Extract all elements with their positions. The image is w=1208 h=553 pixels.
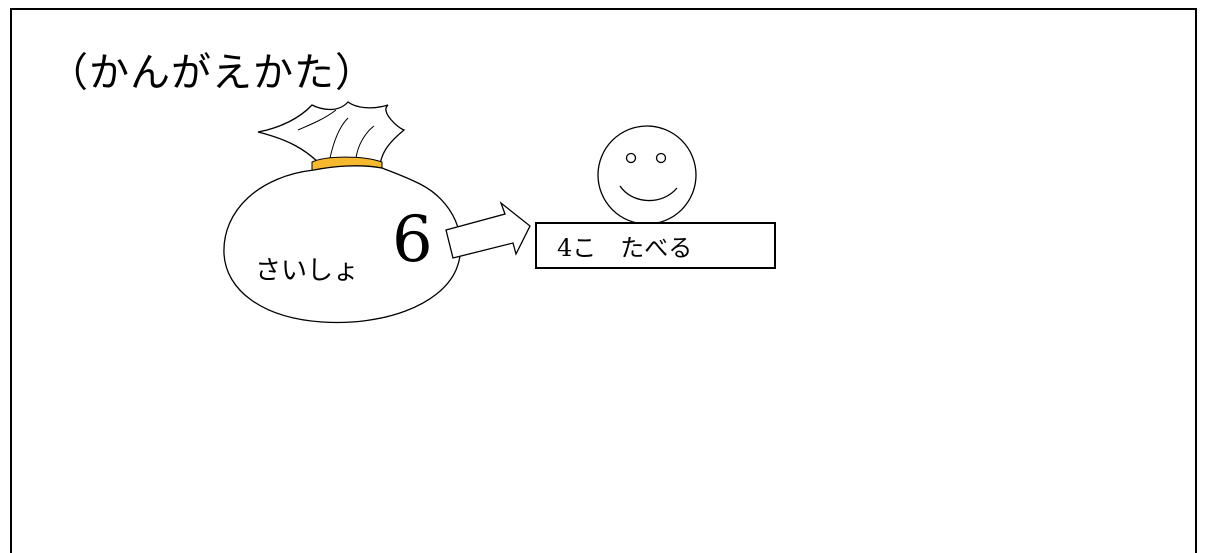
bag-count: 6 bbox=[392, 203, 433, 277]
heading: （かんがえかた） bbox=[48, 50, 376, 96]
right-arrow-icon bbox=[445, 201, 531, 259]
smiley-face-icon bbox=[597, 125, 697, 225]
bag-label: さいしょ bbox=[255, 256, 360, 286]
eat-box: 4こ たべる bbox=[535, 222, 776, 269]
diagram-frame bbox=[10, 8, 1197, 553]
candy-bag-icon bbox=[223, 101, 462, 324]
